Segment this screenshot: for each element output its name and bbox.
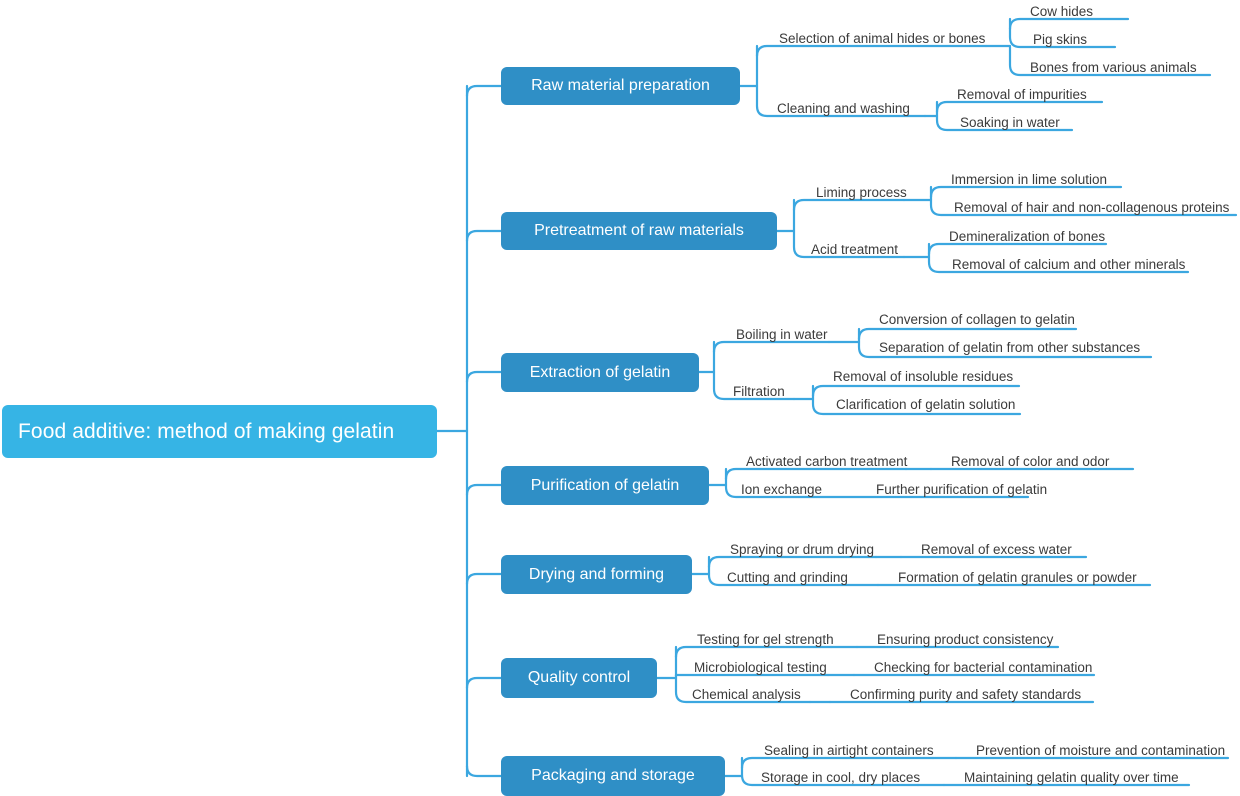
- trunk-elbow-5: [465, 572, 503, 586]
- branch-node-drying-and-forming[interactable]: Drying and forming: [501, 555, 692, 594]
- b3-c2-g1: [811, 384, 1021, 398]
- subtopic-label[interactable]: Testing for gel strength: [697, 632, 834, 647]
- leaf-label[interactable]: Removal of calcium and other minerals: [952, 257, 1186, 272]
- trunk-elbow-2: [465, 229, 503, 243]
- subtopic-label[interactable]: Liming process: [816, 185, 907, 200]
- b7-c1-line: [740, 756, 935, 770]
- b3-c1-g1: [857, 327, 1078, 341]
- leaf-label[interactable]: Checking for bacterial contamination: [874, 660, 1093, 675]
- b6-c1-line: [674, 645, 833, 659]
- leaf-label[interactable]: Removal of impurities: [957, 87, 1087, 102]
- leaf-label[interactable]: Prevention of moisture and contamination: [976, 743, 1226, 758]
- subtopic-label[interactable]: Spraying or drum drying: [730, 542, 875, 557]
- root-node-label: Food additive: method of making gelatin: [18, 419, 395, 443]
- leaf-label[interactable]: Removal of insoluble residues: [833, 369, 1014, 384]
- leaf-label[interactable]: Clarification of gelatin solution: [836, 397, 1016, 412]
- branch-node-label: Pretreatment of raw materials: [534, 222, 744, 239]
- b1-c1-line: [755, 44, 988, 58]
- subtopic-label[interactable]: Cutting and grinding: [727, 570, 848, 585]
- trunk-elbow-6: [465, 676, 503, 690]
- leaf-label[interactable]: Maintaining gelatin quality over time: [964, 770, 1179, 785]
- trunk-elbow-7: [465, 764, 503, 778]
- leaf-label[interactable]: Soaking in water: [960, 115, 1060, 130]
- subtopic-label[interactable]: Storage in cool, dry places: [761, 770, 921, 785]
- subtopic-label[interactable]: Filtration: [733, 384, 785, 399]
- trunk-elbow-1: [465, 84, 503, 98]
- trunk-elbow-3: [465, 370, 503, 384]
- subtopic-label[interactable]: Boiling in water: [736, 327, 828, 342]
- leaf-label[interactable]: Ensuring product consistency: [877, 632, 1054, 647]
- subtopic-label[interactable]: Selection of animal hides or bones: [779, 31, 986, 46]
- subtopic-label[interactable]: Activated carbon treatment: [746, 454, 908, 469]
- leaf-label[interactable]: Removal of hair and non-collagenous prot…: [954, 200, 1230, 215]
- leaf-label[interactable]: Cow hides: [1030, 4, 1094, 19]
- subtopic-label[interactable]: Ion exchange: [741, 482, 823, 497]
- leaf-label[interactable]: Demineralization of bones: [949, 229, 1106, 244]
- branch-node-label: Extraction of gelatin: [529, 363, 671, 381]
- branch-node-extraction-of-gelatin[interactable]: Extraction of gelatin: [501, 353, 699, 392]
- b2-c1-line: [792, 198, 906, 212]
- branch-node-label: Packaging and storage: [531, 767, 695, 784]
- subtopic-label[interactable]: Acid treatment: [811, 242, 899, 257]
- leaf-label[interactable]: Formation of gelatin granules or powder: [898, 570, 1137, 585]
- branch-node-label: Drying and forming: [528, 565, 665, 583]
- b2-c2-g1: [927, 242, 1108, 256]
- branch-node-label: Quality control: [527, 669, 631, 686]
- leaf-label[interactable]: Pig skins: [1033, 32, 1088, 47]
- b4-c1-line: [724, 467, 908, 481]
- b1-c2-g1: [935, 100, 1104, 114]
- leaf-label[interactable]: Removal of color and odor: [951, 454, 1110, 469]
- branch-node-packaging-and-storage[interactable]: Packaging and storage: [501, 756, 725, 796]
- b1-c1-g1: [1008, 17, 1130, 31]
- b3-c1-line: [712, 340, 831, 354]
- branch-node-raw-material-preparation[interactable]: Raw material preparation: [501, 67, 740, 105]
- branch-node-label: Raw material preparation: [531, 77, 710, 94]
- subtopic-label[interactable]: Chemical analysis: [692, 687, 801, 702]
- b2-c1-g1: [929, 185, 1123, 199]
- b5-c1-line: [707, 555, 878, 569]
- leaf-label[interactable]: Removal of excess water: [921, 542, 1072, 557]
- trunk-elbow-4: [465, 483, 503, 497]
- branch-node-pretreatment-of-raw-materials[interactable]: Pretreatment of raw materials: [501, 212, 777, 250]
- branch-node-quality-control[interactable]: Quality control: [501, 658, 657, 698]
- leaf-label[interactable]: Separation of gelatin from other substan…: [879, 340, 1141, 355]
- leaf-label[interactable]: Bones from various animals: [1030, 60, 1197, 75]
- leaf-label[interactable]: Conversion of collagen to gelatin: [879, 312, 1075, 327]
- subtopic-label[interactable]: Cleaning and washing: [777, 101, 910, 116]
- root-node[interactable]: Food additive: method of making gelatin: [2, 405, 437, 458]
- leaf-label[interactable]: Further purification of gelatin: [876, 482, 1048, 497]
- leaf-label[interactable]: Immersion in lime solution: [951, 172, 1108, 187]
- subtopic-label[interactable]: Sealing in airtight containers: [764, 743, 934, 758]
- subtopic-label[interactable]: Microbiological testing: [694, 660, 827, 675]
- branch-node-label: Purification of gelatin: [530, 476, 680, 494]
- branch-node-purification-of-gelatin[interactable]: Purification of gelatin: [501, 466, 709, 505]
- leaf-label[interactable]: Confirming purity and safety standards: [850, 687, 1082, 702]
